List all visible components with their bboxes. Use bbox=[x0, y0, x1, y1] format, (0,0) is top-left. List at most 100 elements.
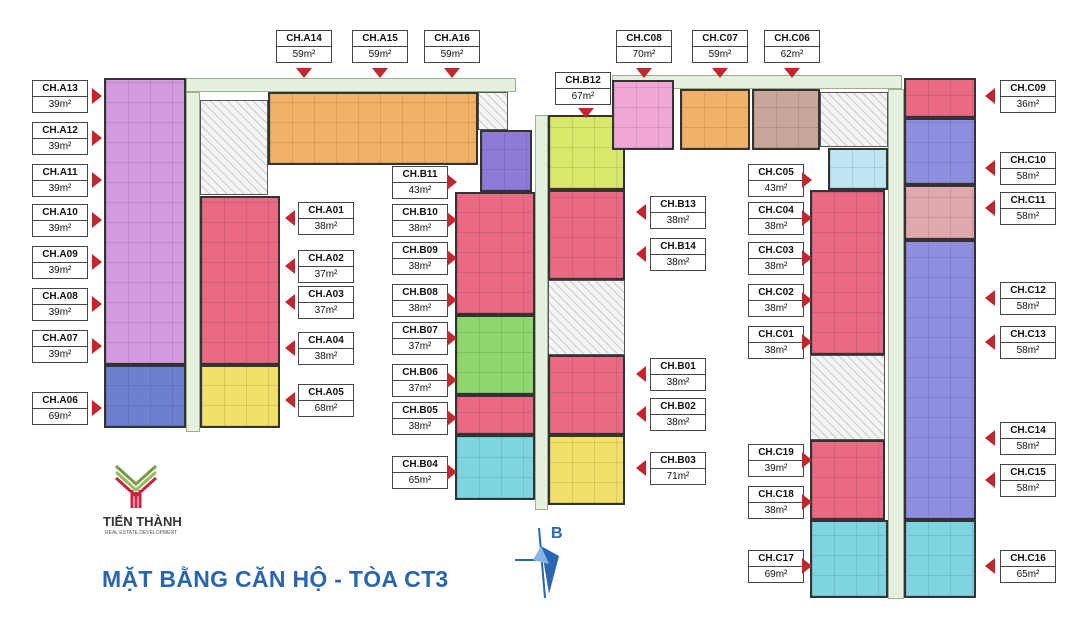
unit-label-ch-b05[interactable]: CH.B05 38m² bbox=[392, 402, 448, 435]
stair-core-c2 bbox=[810, 355, 885, 440]
pointer-arrow-icon bbox=[985, 334, 995, 350]
unit-area: 69m² bbox=[764, 569, 788, 580]
unit-code: CH.B05 bbox=[393, 403, 447, 419]
pointer-arrow-icon bbox=[285, 294, 295, 310]
unit-area: 38m² bbox=[408, 421, 432, 432]
pointer-arrow-icon bbox=[636, 68, 652, 78]
unit-code: CH.C05 bbox=[749, 165, 803, 181]
pointer-arrow-icon bbox=[296, 68, 312, 78]
corridor-c bbox=[888, 89, 904, 599]
unit-code: CH.C18 bbox=[749, 487, 803, 503]
unit-area: 39m² bbox=[764, 463, 788, 474]
pointer-arrow-icon bbox=[985, 558, 995, 574]
unit-area: 59m² bbox=[440, 49, 464, 60]
unit-area: 70m² bbox=[632, 49, 656, 60]
unit-code: CH.C04 bbox=[749, 203, 803, 219]
unit-code: CH.A09 bbox=[33, 247, 87, 263]
unit-code: CH.B02 bbox=[651, 399, 705, 415]
unit-code: CH.C06 bbox=[765, 31, 819, 47]
unit-area: 38m² bbox=[764, 221, 788, 232]
pointer-arrow-icon bbox=[784, 68, 800, 78]
block-c07 bbox=[680, 89, 750, 150]
pointer-arrow-icon bbox=[985, 290, 995, 306]
unit-code: CH.B09 bbox=[393, 243, 447, 259]
unit-area: 59m² bbox=[708, 49, 732, 60]
block-c12-c15 bbox=[904, 240, 976, 520]
unit-area: 38m² bbox=[666, 417, 690, 428]
corridor-b bbox=[535, 115, 548, 510]
block-b04 bbox=[455, 435, 535, 500]
pointer-arrow-icon bbox=[92, 400, 102, 416]
unit-area: 38m² bbox=[408, 303, 432, 314]
pointer-arrow-icon bbox=[447, 212, 457, 228]
unit-code: CH.A15 bbox=[353, 31, 407, 47]
stair-core-top bbox=[478, 92, 508, 130]
pointer-arrow-icon bbox=[92, 296, 102, 312]
unit-area: 39m² bbox=[48, 223, 72, 234]
unit-code: CH.A12 bbox=[33, 123, 87, 139]
block-b01-b02 bbox=[548, 355, 625, 435]
unit-code: CH.A08 bbox=[33, 289, 87, 305]
corridor-a bbox=[186, 92, 200, 432]
block-a07-a13 bbox=[104, 78, 186, 365]
pointer-arrow-icon bbox=[285, 340, 295, 356]
block-a01-a04 bbox=[200, 196, 280, 365]
block-b05-b10 bbox=[455, 192, 535, 315]
unit-area: 38m² bbox=[314, 351, 338, 362]
unit-code: CH.A01 bbox=[299, 203, 353, 219]
stair-core-c bbox=[820, 92, 888, 147]
unit-area: 37m² bbox=[408, 383, 432, 394]
unit-code: CH.C03 bbox=[749, 243, 803, 259]
unit-code: CH.A06 bbox=[33, 393, 87, 409]
pointer-arrow-icon bbox=[985, 160, 995, 176]
unit-label-ch-b02[interactable]: CH.B02 38m² bbox=[650, 398, 706, 431]
unit-label-ch-c04[interactable]: CH.C04 38m² bbox=[748, 202, 804, 235]
